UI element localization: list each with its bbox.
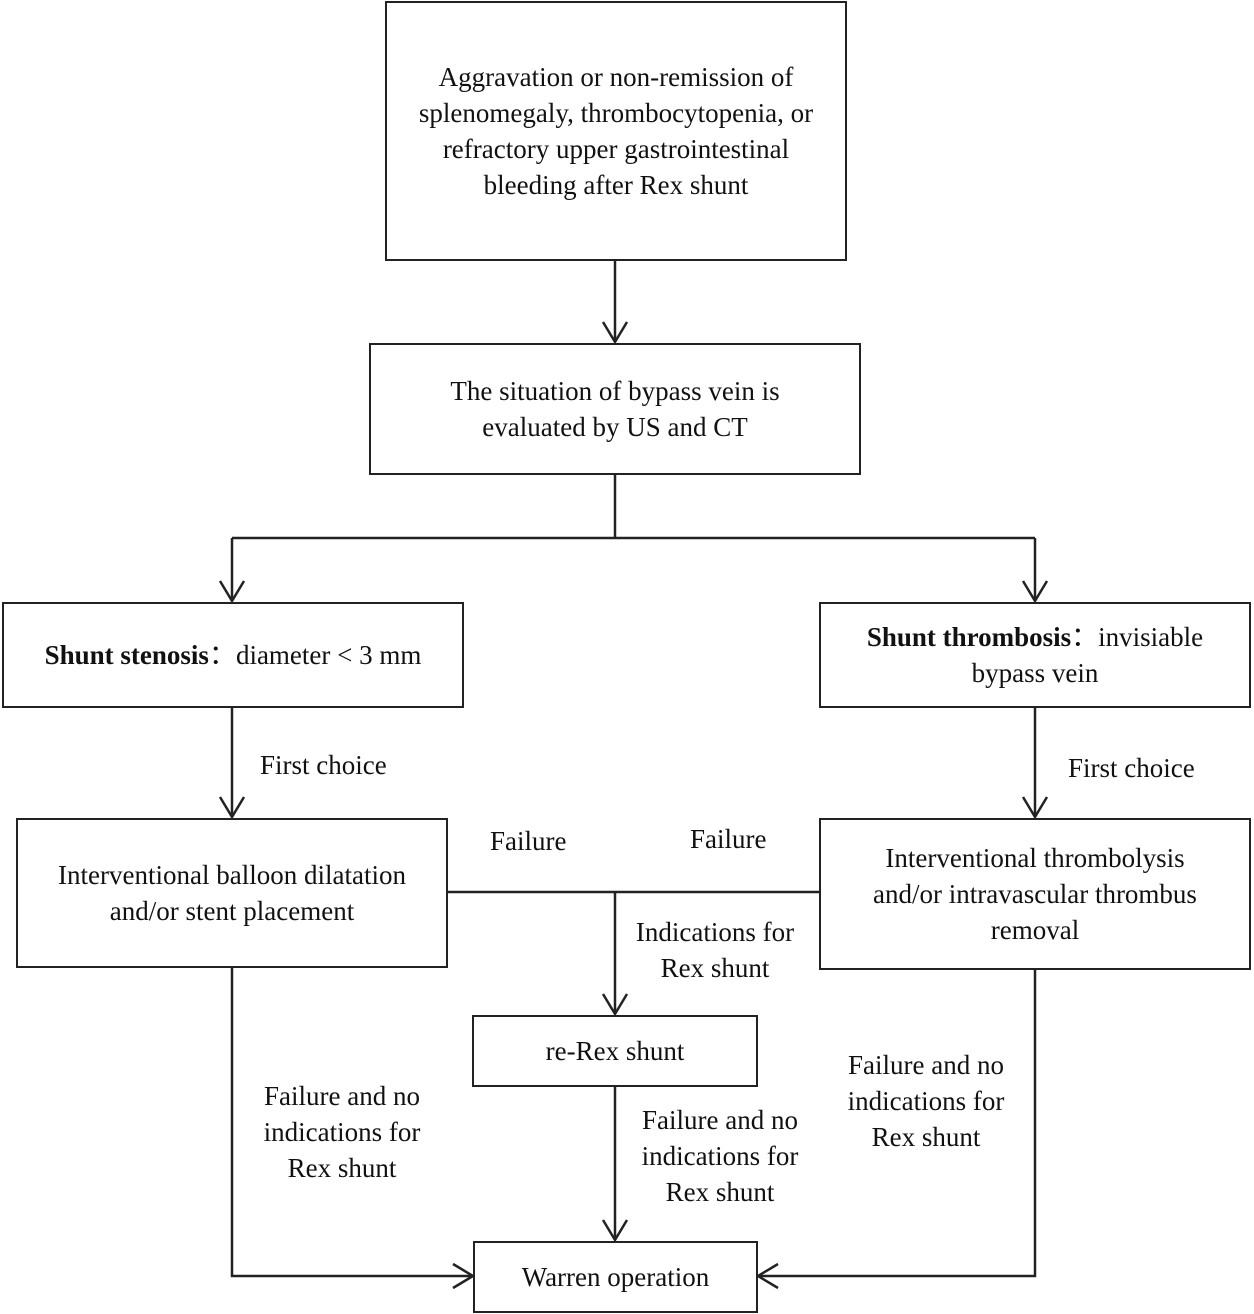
stenosis-separator: ： [208, 640, 236, 670]
arrowhead [218, 796, 246, 820]
node-evaluation: The situation of bypass vein is evaluate… [369, 343, 861, 475]
node-balloon-dilatation: Interventional balloon dilatation and/or… [16, 818, 448, 968]
label-fail-right: Failure and no indications for Rex shunt [847, 1050, 1005, 1152]
arrowhead [1021, 580, 1049, 604]
thrombosis-title: Shunt thrombosis [866, 622, 1072, 652]
label-fail-center: Failure and no indications for Rex shunt [641, 1105, 799, 1207]
arrowhead [218, 580, 246, 604]
node-trigger-text: Aggravation or non-remission of splenome… [418, 62, 814, 200]
arrowhead [755, 1262, 779, 1290]
arrowhead [601, 993, 629, 1017]
label-failure-left: Failure [490, 826, 567, 856]
stenosis-detail: diameter < 3 mm [235, 640, 422, 670]
label-indications: Indications for Rex shunt [635, 917, 795, 983]
label-fail-left: Failure and no indications for Rex shunt [263, 1081, 421, 1183]
node-shunt-stenosis: Shunt stenosis：diameter < 3 mm [2, 602, 464, 708]
edge-thrombolysis-to-warren [758, 969, 1037, 1278]
thrombosis-detail: invisiable bypass vein [971, 622, 1204, 688]
arrowhead [601, 321, 629, 345]
arrowhead [1021, 796, 1049, 820]
node-thrombolysis-text: Interventional thrombolysis and/or intra… [873, 843, 1197, 945]
node-shunt-thrombosis-text: Shunt thrombosis：invisiable bypass vein [831, 619, 1239, 691]
thrombosis-separator: ： [1071, 622, 1099, 652]
edge-balloon-to-warren [230, 967, 473, 1278]
label-first-choice-left: First choice [260, 750, 387, 780]
node-re-rex-shunt: re-Rex shunt [472, 1015, 758, 1087]
node-balloon-dilatation-text: Interventional balloon dilatation and/or… [58, 860, 406, 926]
node-warren-operation: Warren operation [473, 1241, 758, 1313]
arrowhead [601, 1219, 629, 1243]
stenosis-title: Shunt stenosis [44, 640, 209, 670]
node-thrombolysis: Interventional thrombolysis and/or intra… [819, 818, 1251, 970]
node-trigger: Aggravation or non-remission of splenome… [385, 1, 847, 261]
node-warren-operation-text: Warren operation [521, 1262, 710, 1292]
node-shunt-stenosis-text: Shunt stenosis：diameter < 3 mm [45, 637, 422, 673]
label-failure-right: Failure [690, 824, 767, 854]
node-evaluation-text: The situation of bypass vein is evaluate… [450, 376, 780, 442]
label-first-choice-right: First choice [1068, 753, 1195, 783]
node-shunt-thrombosis: Shunt thrombosis：invisiable bypass vein [819, 602, 1251, 708]
node-re-rex-shunt-text: re-Rex shunt [545, 1036, 685, 1066]
